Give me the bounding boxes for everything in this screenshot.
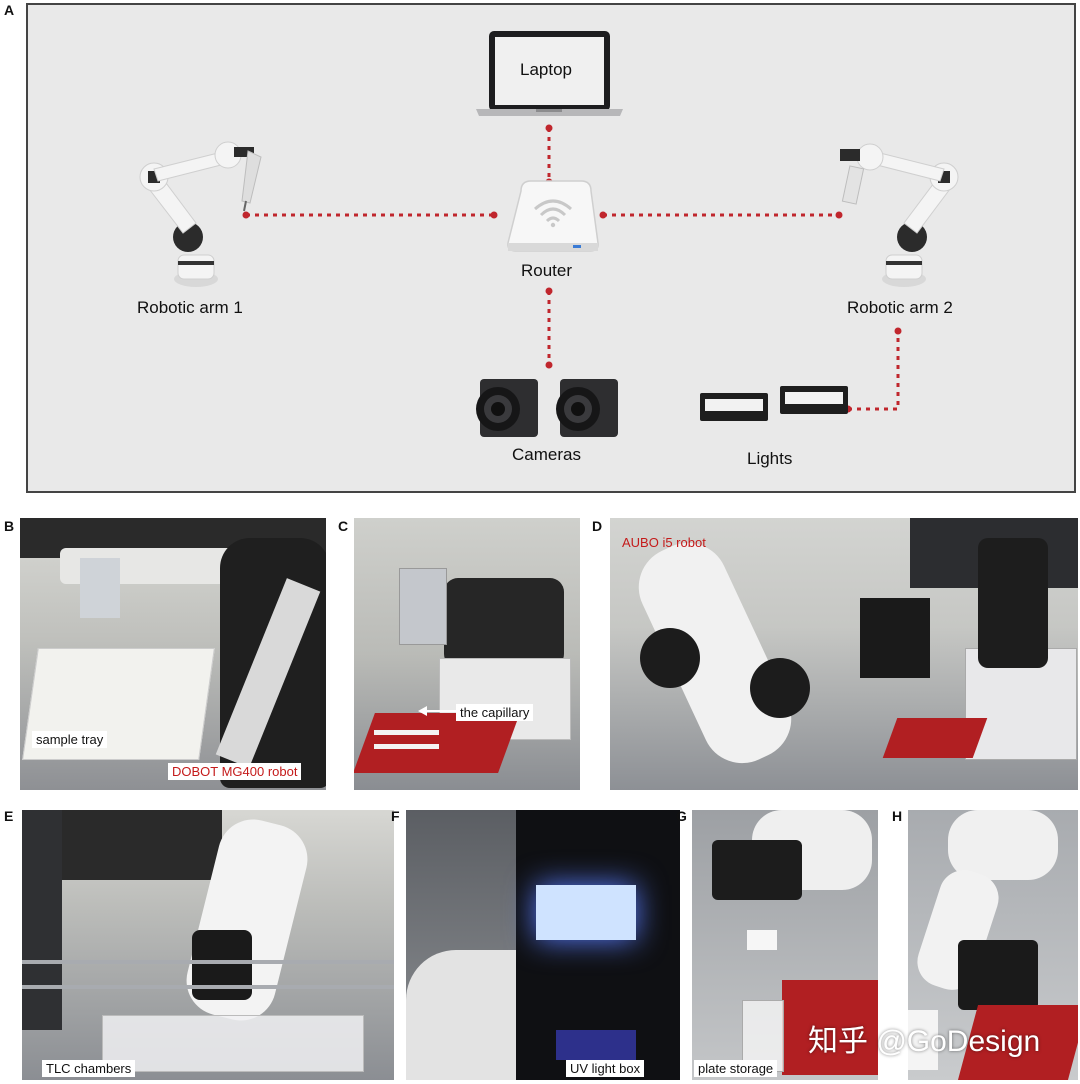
photo-dobot-mg400: sample tray DOBOT MG400 robot — [20, 518, 326, 790]
panel-label-e: E — [4, 808, 13, 824]
light-bar-icon-2 — [780, 386, 848, 414]
router-label: Router — [521, 261, 572, 281]
lights-label: Lights — [747, 449, 792, 469]
watermark: 知乎 @GoDesign — [808, 1016, 1040, 1060]
caption-aubo-robot: AUBO i5 robot — [618, 534, 710, 551]
link-lights-arm2 — [848, 331, 898, 409]
caption-uv-light-box: UV light box — [566, 1060, 644, 1077]
light-bar-icon-1 — [700, 393, 768, 421]
panel-label-c: C — [338, 518, 348, 534]
camera-icon-1 — [476, 379, 538, 437]
panel-label-b: B — [4, 518, 14, 534]
photo-tlc-chambers: TLC chambers — [22, 810, 394, 1080]
caption-dobot-robot: DOBOT MG400 robot — [168, 763, 301, 780]
caption-sample-tray: sample tray — [32, 731, 107, 748]
panel-label-a: A — [4, 2, 14, 18]
camera-icon-2 — [556, 379, 618, 437]
router-icon — [508, 181, 598, 251]
panel-label-f: F — [391, 808, 400, 824]
laptop-label: Laptop — [520, 60, 572, 80]
panel-label-g: G — [676, 808, 687, 824]
arrow-icon — [418, 704, 460, 718]
photo-aubo-i5: AUBO i5 robot — [610, 518, 1078, 790]
robotic-arm-1-label: Robotic arm 1 — [137, 298, 243, 318]
caption-plate-storage: plate storage — [694, 1060, 777, 1077]
network-diagram-panel: Laptop Router Robotic arm 1 Robotic arm … — [26, 3, 1076, 493]
panel-label-h: H — [892, 808, 902, 824]
caption-capillary: the capillary — [456, 704, 533, 721]
robotic-arm-2-icon — [840, 144, 958, 287]
photo-uv-light-box: UV light box — [406, 810, 680, 1080]
panel-label-d: D — [592, 518, 602, 534]
cameras-label: Cameras — [512, 445, 581, 465]
robotic-arm-2-label: Robotic arm 2 — [847, 298, 953, 318]
photo-capillary: the capillary — [354, 518, 580, 790]
caption-tlc-chambers: TLC chambers — [42, 1060, 135, 1077]
